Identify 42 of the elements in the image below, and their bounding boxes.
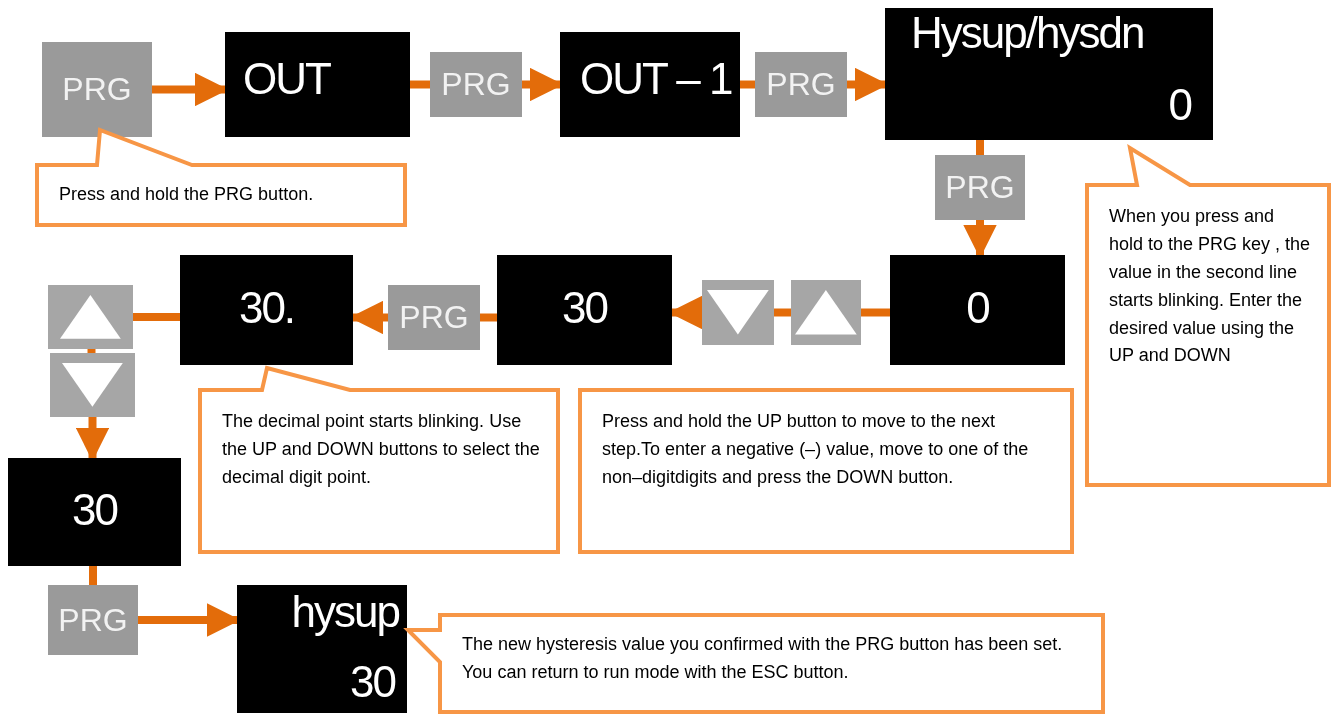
display-text: 30 (350, 657, 395, 707)
display-text: OUT (243, 54, 330, 104)
connector-line (861, 308, 890, 317)
callout-text: Press and hold the PRG button. (59, 183, 315, 206)
callout-text: The new hysteresis value you confirmed with the PRG button has been set. You can return to run mode with the ESC button. (462, 633, 1064, 684)
up-key (48, 285, 133, 349)
prg-key: PRG (935, 155, 1025, 220)
display-screen (225, 32, 410, 137)
connector-line (740, 80, 755, 89)
callout-text: Press and hold the UP button to move to the next step.To enter a negative (–) value, move to one of the non–digitdigits and press the DOWN button. (602, 410, 1030, 489)
display-screen (890, 255, 1065, 365)
display-text: 30 (71, 485, 119, 535)
display-text: 0 (965, 283, 990, 333)
prg-key: PRG (388, 285, 480, 350)
display-text: OUT – 1 (580, 54, 732, 104)
down-key (50, 353, 135, 417)
prg-key: PRG (48, 585, 138, 655)
display-text: 0 (1168, 80, 1191, 130)
display-text: Hysup/hysdn (911, 8, 1144, 58)
connector-line (89, 566, 97, 585)
prg-key: PRG (755, 52, 847, 117)
connector-line (480, 313, 497, 322)
connector-line (410, 80, 430, 89)
prg-key: PRG (42, 42, 152, 137)
connector-line (976, 140, 984, 155)
display-text: 30. (237, 283, 296, 333)
prg-key: PRG (430, 52, 522, 117)
display-screen (885, 8, 1213, 140)
callout-text: When you press and hold to the PRG key , the value in the second line starts blinking. Enter the desired value using the UP and DOWN (1109, 205, 1311, 368)
callout-text: The decimal point starts blinking. Use the UP and DOWN buttons to select the decimal digit point. (222, 410, 540, 489)
connector-line (774, 308, 791, 317)
display-screen (497, 255, 672, 365)
display-screen (8, 458, 181, 566)
up-key (791, 280, 861, 345)
display-screen (237, 585, 407, 713)
display-text: hysup (291, 587, 399, 637)
connector-line (87, 349, 96, 353)
display-screen (180, 255, 353, 365)
down-key (702, 280, 774, 345)
display-screen (560, 32, 740, 137)
display-text: 30 (561, 283, 609, 333)
connector-line (133, 313, 180, 321)
